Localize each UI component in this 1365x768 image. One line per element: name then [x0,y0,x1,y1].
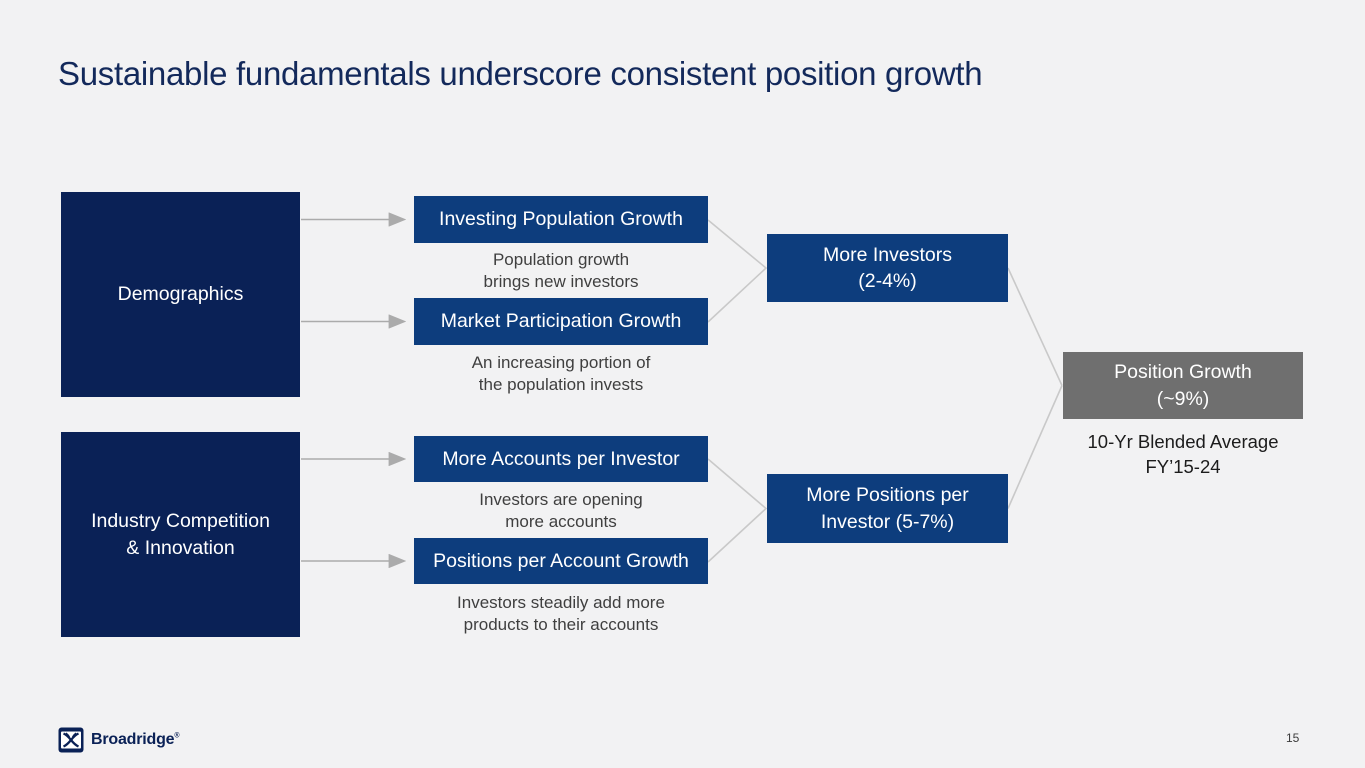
factor-box-market-participation-growth: Market Participation Growth [414,298,708,345]
factor-caption-more-accounts-per-investor: Investors are opening more accounts [479,490,643,531]
registered-trademark-icon: ® [174,732,180,740]
driver-box-industry-competition: Industry Competition & Innovation [61,432,300,637]
page-number: 15 [1286,731,1300,745]
factor-box-investing-population-growth: Investing Population Growth [414,196,708,243]
broadridge-logo-icon [58,727,84,753]
connector-factors-to-more-positions [707,458,768,563]
driver-box-demographics: Demographics [61,192,300,397]
outcome-box-more-investors: More Investors (2-4%) [767,234,1008,302]
result-caption-blended-average: 10-Yr Blended Average FY’15-24 [1087,431,1279,477]
factor-box-more-accounts-per-investor: More Accounts per Investor [414,436,708,482]
factor-caption-market-participation-growth: An increasing portion of the population … [471,353,651,394]
logo-wordmark: Broadridge [91,731,175,748]
connector-more-investors-to-position-growth [1007,267,1063,386]
connector-factors-to-more-investors [707,219,768,323]
connector-more-positions-to-position-growth [1007,385,1063,509]
result-box-position-growth: Position Growth (~9%) [1063,352,1303,419]
factor-caption-positions-per-account-growth: Investors steadily add more products to … [457,593,665,634]
factor-box-positions-per-account-growth: Positions per Account Growth [414,538,708,584]
broadridge-logo-text: Broadridge® [91,731,180,749]
factor-caption-investing-population-growth: Population growth brings new investors [483,250,639,291]
outcome-box-more-positions-per-investor: More Positions per Investor (5-7%) [767,474,1008,543]
page-title: Sustainable fundamentals underscore cons… [58,55,983,92]
broadridge-logo: Broadridge® [58,727,180,753]
